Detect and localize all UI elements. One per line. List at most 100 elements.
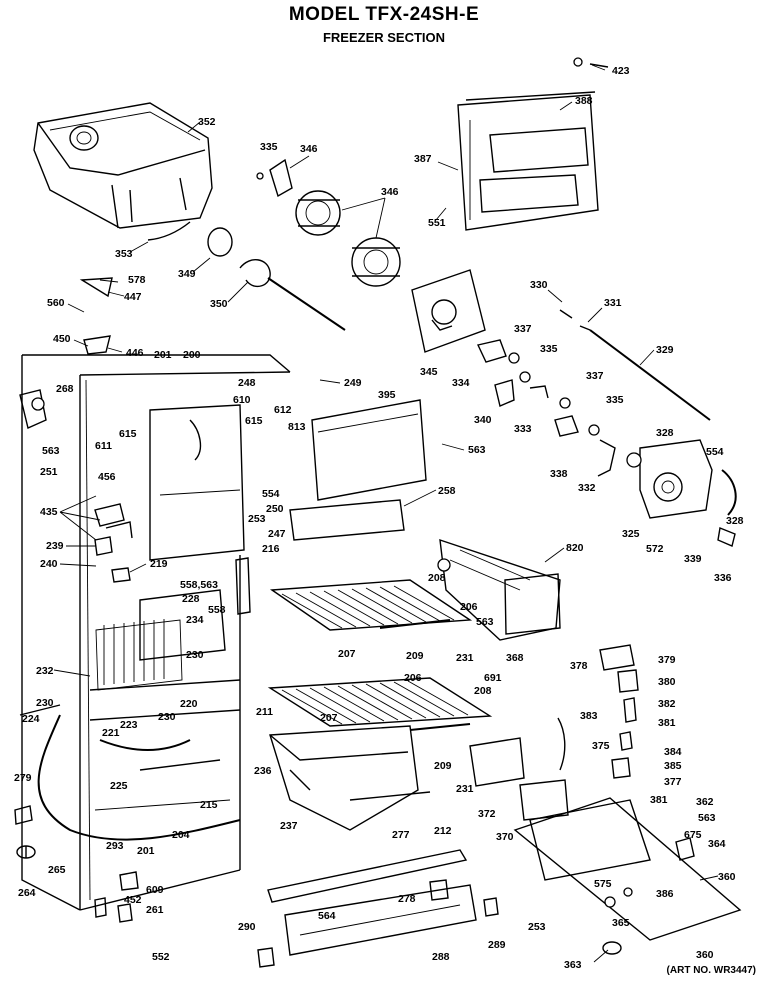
callout-219: 219 (150, 558, 168, 570)
callout-612: 612 (274, 404, 292, 416)
callout-253b: 253 (528, 921, 546, 933)
callout-558-563: 558,563 (180, 579, 218, 591)
diagram-title: MODEL TFX-24SH-E (288, 4, 480, 25)
callout-201: 201 (154, 349, 172, 361)
callout-820: 820 (566, 542, 584, 554)
callout-204: 204 (172, 829, 190, 841)
callout-221: 221 (102, 727, 120, 739)
callout-575: 575 (594, 878, 612, 890)
callout-206b: 206 (404, 672, 422, 684)
callout-435: 435 (40, 506, 58, 518)
callout-230: 230 (186, 649, 204, 661)
callout-387: 387 (414, 153, 432, 165)
callout-240: 240 (40, 558, 58, 570)
callout-558: 558 (208, 604, 226, 616)
callout-268: 268 (56, 383, 74, 395)
callout-328: 328 (656, 427, 674, 439)
callout-340: 340 (474, 414, 492, 426)
callout-385: 385 (664, 760, 682, 772)
freezer-liner-drawing (21, 354, 291, 911)
callout-290: 290 (238, 921, 256, 933)
callout-330: 330 (530, 279, 548, 291)
callout-554: 554 (262, 488, 280, 500)
callout-375: 375 (592, 740, 610, 752)
callout-335b: 335 (540, 343, 558, 355)
callout-563: 563 (42, 445, 60, 457)
callout-337b: 337 (586, 370, 604, 382)
callout-208b: 208 (474, 685, 492, 697)
callout-279: 279 (14, 772, 32, 784)
callout-554b: 554 (706, 446, 724, 458)
callout-332: 332 (578, 482, 596, 494)
callout-261: 261 (146, 904, 164, 916)
callout-220: 220 (180, 698, 198, 710)
callout-201b: 201 (137, 845, 155, 857)
callout-381: 381 (658, 717, 676, 729)
callout-563d: 563 (698, 812, 716, 824)
callout-360b: 360 (696, 949, 714, 961)
callout-450: 450 (53, 333, 71, 345)
callout-368: 368 (506, 652, 524, 664)
callout-353: 353 (115, 248, 133, 260)
callout-230c: 230 (36, 697, 54, 709)
callout-365: 365 (612, 917, 630, 929)
callout-331: 331 (604, 297, 622, 309)
freezer-pan-drawing (269, 725, 431, 831)
callout-362: 362 (696, 796, 714, 808)
callout-253: 253 (248, 513, 266, 525)
callout-230b: 230 (158, 711, 176, 723)
callout-289: 289 (488, 939, 506, 951)
ice-maker-drawing (437, 538, 561, 641)
callout-379: 379 (658, 654, 676, 666)
callout-377: 377 (664, 776, 682, 788)
callout-423: 423 (612, 65, 630, 77)
callout-563b: 563 (468, 444, 486, 456)
callout-452: 452 (124, 894, 142, 906)
callout-339: 339 (684, 553, 702, 565)
ice-bucket-drawing (33, 102, 213, 241)
callout-211: 211 (256, 706, 273, 718)
callout-239: 239 (46, 540, 64, 552)
callout-200: 200 (183, 349, 201, 361)
callout-209: 209 (406, 650, 424, 662)
callout-231b: 231 (456, 783, 474, 795)
callout-288: 288 (432, 951, 450, 963)
callout-207b: 207 (320, 712, 338, 724)
callout-234: 234 (186, 614, 204, 626)
callout-447: 447 (124, 291, 142, 303)
callout-328b: 328 (726, 515, 744, 527)
part-drawings (14, 57, 742, 968)
callout-258: 258 (438, 485, 456, 497)
callout-386: 386 (656, 888, 674, 900)
callout-231: 231 (456, 652, 474, 664)
callout-208: 208 (428, 572, 446, 584)
callout-364: 364 (708, 838, 726, 850)
callout-675: 675 (684, 829, 702, 841)
callout-337: 337 (514, 323, 532, 335)
callout-334: 334 (452, 377, 470, 389)
callout-388: 388 (575, 95, 593, 107)
callout-611: 611 (95, 440, 112, 452)
callout-563c: 563 (476, 616, 494, 628)
callout-615b: 615 (119, 428, 137, 440)
callout-216: 216 (262, 543, 280, 555)
callout-278: 278 (398, 893, 416, 905)
callout-232: 232 (36, 665, 54, 677)
callout-336: 336 (714, 572, 732, 584)
callout-691: 691 (484, 672, 502, 684)
callout-333: 333 (514, 423, 532, 435)
callout-346: 346 (300, 143, 318, 155)
callout-572: 572 (646, 543, 664, 555)
callout-360: 360 (718, 871, 736, 883)
callout-446: 446 (126, 347, 144, 359)
callout-215: 215 (200, 799, 218, 811)
callout-370: 370 (496, 831, 514, 843)
callout-251: 251 (40, 466, 58, 478)
callout-346b: 346 (381, 186, 399, 198)
callout-265: 265 (48, 864, 66, 876)
callout-329: 329 (656, 344, 674, 356)
callout-207: 207 (338, 648, 356, 660)
callout-380: 380 (658, 676, 676, 688)
callout-247: 247 (268, 528, 286, 540)
